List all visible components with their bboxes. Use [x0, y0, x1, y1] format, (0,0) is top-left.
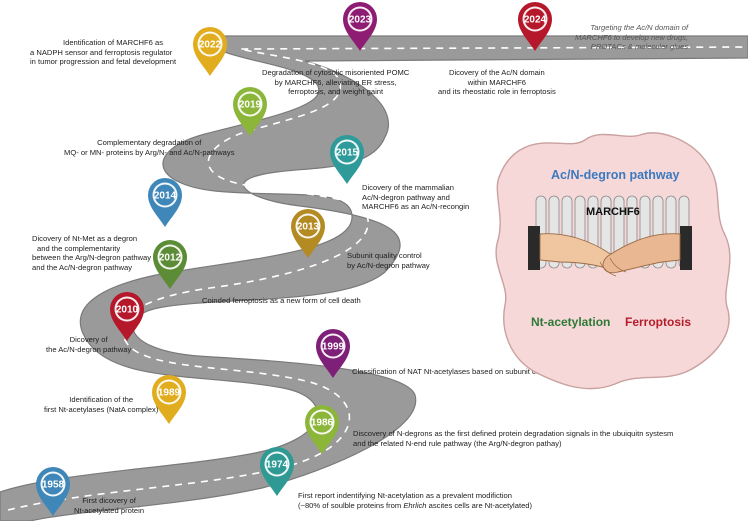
- annotation-1974: First report indentifying Nt-acetylation…: [298, 491, 533, 510]
- pin-1986: 1986: [305, 404, 339, 454]
- pin-core: [297, 215, 319, 237]
- pin-core: [199, 33, 221, 55]
- pin-1958: 1958: [36, 466, 70, 516]
- pin-2024: 2024: [518, 1, 552, 52]
- pin-core: [311, 411, 333, 433]
- pin-core: [159, 246, 181, 268]
- inset-title: Ac/N-degron pathway: [551, 168, 680, 182]
- pin-core: [322, 335, 344, 357]
- pin-year-label: 2022: [199, 40, 222, 51]
- pin-core: [116, 298, 138, 320]
- pin-core: [239, 93, 261, 115]
- pin-2014: 2014: [148, 177, 182, 227]
- pin-1989: 1989: [152, 374, 186, 424]
- annotation-2019: Complementary degradation of MQ- or MN- …: [64, 138, 235, 157]
- pin-year-label: 2019: [239, 100, 262, 111]
- pin-1999: 1999: [316, 328, 350, 378]
- pin-core: [154, 184, 176, 206]
- ferroptosis-label: Ferroptosis: [625, 315, 692, 329]
- pin-core: [349, 8, 371, 30]
- pin-year-label: 2015: [336, 148, 359, 159]
- annotation-1999: Classification of NAT Nt-acetylases base…: [352, 367, 656, 376]
- pin-year-label: 1989: [158, 388, 181, 399]
- pin-year-label: 1999: [322, 342, 345, 353]
- pin-year-label: 1958: [42, 480, 65, 491]
- pin-2012: 2012: [153, 239, 187, 289]
- pin-core: [158, 381, 180, 403]
- annotation-2012: Coinded ferroptosis as a new form of cel…: [202, 296, 361, 305]
- annotation-2015: Dicovery of the mammalian Ac/N-degron pa…: [362, 183, 470, 212]
- handshake-icon: [528, 226, 692, 277]
- pin-year-label: 1986: [311, 418, 334, 429]
- annotation-2013: Subunit quality control by Ac/N-degron p…: [347, 251, 430, 270]
- pin-year-label: 2012: [159, 253, 182, 264]
- pin-2015: 2015: [330, 134, 364, 184]
- pin-year-label: 2024: [524, 15, 547, 26]
- pin-core: [266, 453, 288, 475]
- future-note: Targeting the Ac/N domain of MARCHF6 to …: [575, 23, 689, 52]
- annotation-2014: Dicovery of Nt-Met as a degron and the c…: [32, 234, 152, 272]
- pin-2019: 2019: [233, 86, 267, 136]
- protein-label: MARCHF6: [586, 206, 640, 218]
- pin-year-label: 2014: [154, 191, 177, 202]
- pin-core: [336, 141, 358, 163]
- annotation-1989: Identification of the first Nt-acetylase…: [44, 395, 159, 414]
- annotation-1958: First dicovery of Nt-acetylated protein: [74, 496, 145, 515]
- pin-year-label: 2023: [349, 15, 372, 26]
- nt-acetylation-label: Nt-acetylation: [531, 315, 611, 329]
- pin-1974: 1974: [260, 446, 294, 496]
- pin-2013: 2013: [291, 208, 325, 258]
- pin-year-label: 1974: [266, 460, 289, 471]
- pin-core: [524, 8, 546, 30]
- annotation-2010: Dicovery of the Ac/N-degron pathway: [46, 335, 132, 354]
- pin-year-label: 2010: [116, 305, 139, 316]
- annotation-2023: Degradation of cytosolic misoriented POM…: [262, 68, 410, 97]
- pin-year-label: 2013: [297, 222, 320, 233]
- pin-2022: 2022: [193, 26, 227, 76]
- annotation-1986: Discovery of N-degrons as the first defi…: [353, 429, 674, 448]
- pin-core: [42, 473, 64, 495]
- pin-2010: 2010: [110, 291, 144, 341]
- pin-2023: 2023: [343, 1, 377, 52]
- annotation-2024: Dicovery of the Ac/N domain within MARCH…: [438, 68, 556, 97]
- annotation-2022: Identification of MARCHF6 as a NADPH sen…: [30, 38, 177, 67]
